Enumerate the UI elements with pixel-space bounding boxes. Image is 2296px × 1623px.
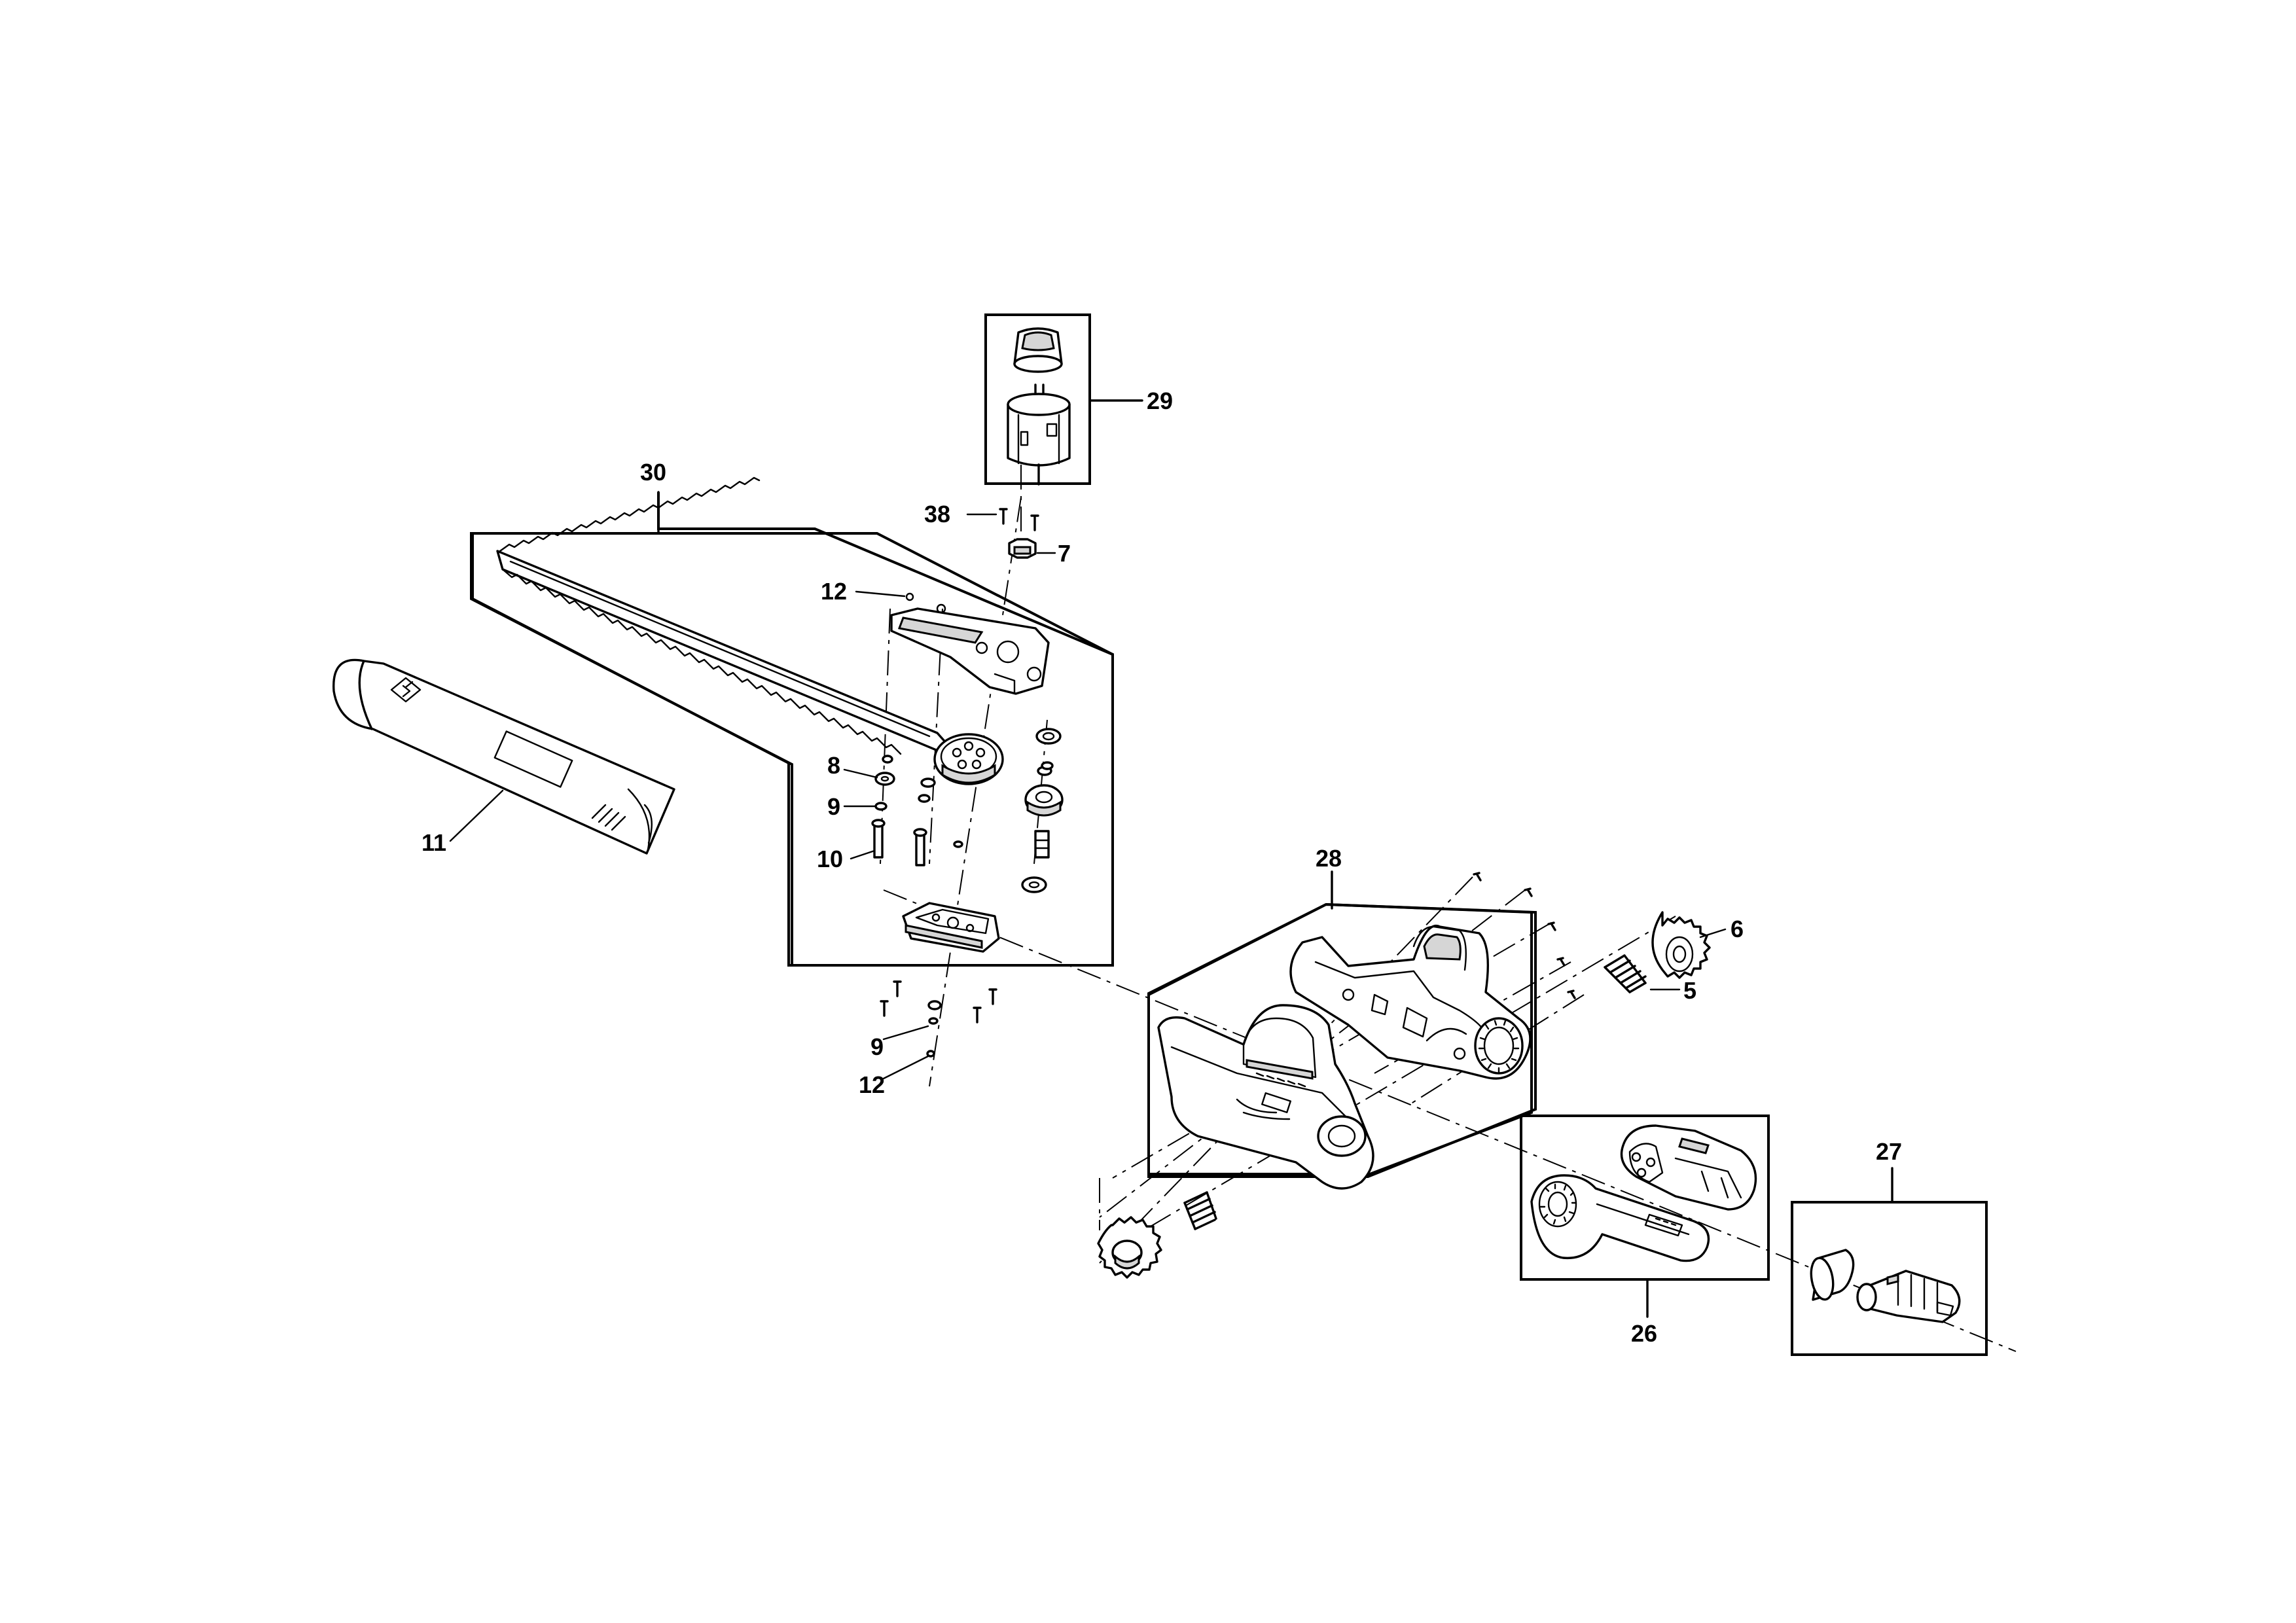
cover-screws xyxy=(880,980,997,1080)
label-7: 7 xyxy=(1058,540,1071,567)
blade-protective-cover xyxy=(332,658,675,855)
spring-lower xyxy=(1183,1191,1217,1230)
label-11: 11 xyxy=(422,829,446,856)
part-number-labels: 29 30 38 7 12 8 9 10 11 9 12 28 6 5 27 2… xyxy=(422,387,1902,1347)
label-12-lower: 12 xyxy=(859,1071,885,1098)
washer-stack-right xyxy=(1021,728,1062,893)
bolt-center xyxy=(913,777,963,866)
large-drive-gear xyxy=(933,733,1004,785)
coupling-sleeve xyxy=(1810,1249,1855,1301)
label-6: 6 xyxy=(1731,916,1744,942)
coupling-shaft xyxy=(1856,1270,1961,1323)
housing-right-half xyxy=(1289,924,1532,1080)
handle-half-lower xyxy=(1530,1174,1710,1262)
housing-left-half xyxy=(1157,1004,1374,1190)
group-box-28 xyxy=(1147,870,1537,1178)
spring-5 xyxy=(1604,954,1681,993)
drive-shaft-bolt xyxy=(1034,830,1050,859)
small-washers-left xyxy=(882,755,1054,770)
group-box-26 xyxy=(1520,1115,1770,1318)
gearbox-housing xyxy=(890,607,1050,695)
group-box-27 xyxy=(1791,1167,1988,1356)
label-5: 5 xyxy=(1683,977,1696,1004)
label-12-top: 12 xyxy=(821,578,847,605)
hex-nut xyxy=(1008,538,1056,559)
assembly-axes xyxy=(880,406,2017,1352)
housing-screws xyxy=(1473,872,1576,999)
gear-6 xyxy=(1651,911,1727,979)
group-box-30 xyxy=(470,491,1114,967)
label-9-lower: 9 xyxy=(870,1033,884,1060)
hedge-trimmer-blade xyxy=(496,476,949,755)
label-29: 29 xyxy=(1147,387,1173,414)
motor-screws xyxy=(966,508,1039,531)
label-38: 38 xyxy=(924,501,950,527)
small-screw-12-top xyxy=(855,590,946,614)
electric-motor xyxy=(1007,383,1071,486)
label-26: 26 xyxy=(1631,1320,1657,1347)
washer-9-upper xyxy=(843,802,888,811)
label-30: 30 xyxy=(640,459,666,486)
label-28: 28 xyxy=(1316,845,1342,872)
label-8: 8 xyxy=(827,752,840,779)
bolt-10 xyxy=(850,819,886,860)
handle-half-upper xyxy=(1620,1124,1757,1211)
pinion-gear xyxy=(1024,784,1064,817)
label-10: 10 xyxy=(817,846,843,872)
bottom-cover-plate xyxy=(902,902,1000,953)
gear-lower xyxy=(1097,1216,1162,1279)
washer-8 xyxy=(843,768,895,786)
label-9-upper: 9 xyxy=(827,793,840,820)
label-27: 27 xyxy=(1876,1138,1902,1165)
motor-cap xyxy=(1013,327,1063,373)
